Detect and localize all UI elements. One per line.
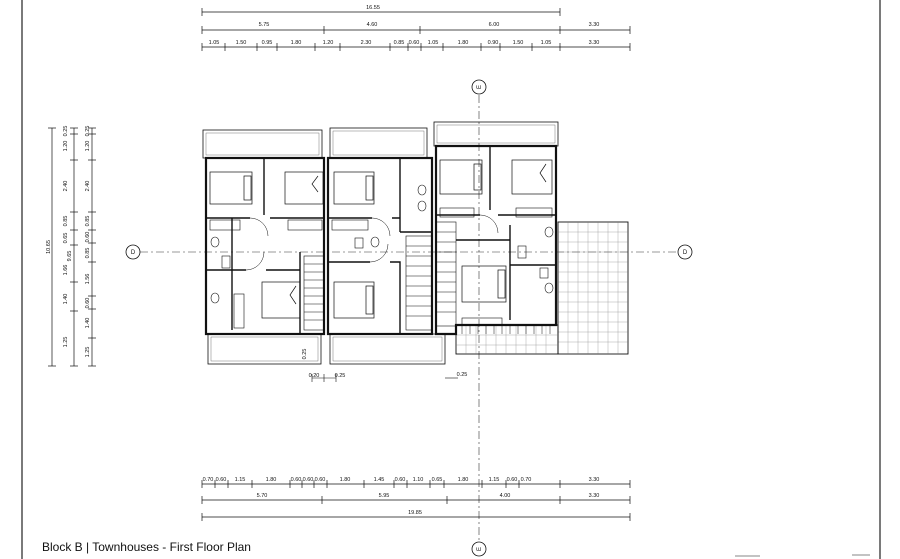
left-dim-mid-5: 0.60 [85,232,91,243]
left-dim-inner-8: 1.25 [63,337,69,348]
railing [461,326,551,334]
left-dim-inner-6: 1.66 [63,265,69,276]
bottom-dim-row1-14: 1.15 [489,477,500,483]
bottom-dim-row1-6: 0.60 [303,477,314,483]
small-dim-4: 0.25 [457,372,468,378]
terrace-right-tiled [455,221,629,355]
bottom-dim-row1-10: 0.60 [395,477,406,483]
bottom-dim-row2-2: 5.95 [379,493,390,499]
left-dimension-chain [48,127,96,367]
left-dim-mid-7: 1.56 [85,274,91,285]
grid-marker-right-label: D [683,250,688,256]
top-dim-row3-8: 0.60 [409,40,420,46]
bottom-dim-row1-2: 0.60 [216,477,227,483]
grid-marker-top-label: E [477,85,483,89]
left-dim-inner: 0.25 1.20 2.40 0.85 0.65 1.66 1.40 1.25 [63,126,69,348]
top-dim-row3-4: 1.80 [291,40,302,46]
grid-marker-bottom: E [471,541,487,557]
left-dim-mid-1: 0.25 [85,126,91,137]
bottom-dim-row2-4: 3.30 [589,493,600,499]
left-dim-overall-b: 9.65 [67,251,73,262]
left-dim-mid-8: 0.60 [85,298,91,309]
left-dim-inner-3: 2.40 [63,181,69,192]
top-dim-row2-4: 3.30 [589,22,600,28]
top-dim-row3-12: 1.50 [513,40,524,46]
small-dim-2: 0.20 [309,373,320,379]
top-dim-row3-10: 1.80 [458,40,469,46]
left-dim-mid: 0.25 1.20 2.40 0.85 0.60 0.85 1.56 0.60 … [85,126,91,358]
terrace-top-left [202,129,323,159]
small-dim-3: 0.25 [335,373,346,379]
bottom-dim-row1-9: 1.45 [374,477,385,483]
top-dim-row3-3: 0.95 [262,40,273,46]
grid-marker-bottom-label: E [477,547,483,551]
top-dim-row3-2: 1.50 [236,40,247,46]
top-dim-row2-2: 4.60 [367,22,378,28]
interior-walls [206,146,556,334]
bottom-dim-row1-5: 0.60 [291,477,302,483]
left-dim-inner-5: 0.65 [63,233,69,244]
bottom-dim-row1: 0.70 0.60 1.15 1.80 0.60 0.60 0.60 1.80 … [203,477,600,483]
bottom-dim-row1-12: 0.65 [432,477,443,483]
door-swings [245,214,499,271]
top-dim-row3-9: 1.05 [428,40,439,46]
top-dim-row3-14: 3.30 [589,40,600,46]
drawing-title: Block B | Townhouses - First Floor Plan [42,540,251,554]
bottom-dim-row1-4: 1.80 [266,477,277,483]
bottom-dimension-chain [201,480,631,521]
top-dim-row3-11: 0.90 [488,40,499,46]
bottom-dim-row1-8: 1.80 [340,477,351,483]
top-dim-overall: 16.55 [366,5,380,11]
grid-marker-top: E [471,79,487,95]
left-dim-inner-1: 0.25 [63,126,69,137]
top-dim-row2-3: 6.00 [489,22,500,28]
top-dim-row3-5: 1.20 [323,40,334,46]
grid-axes [140,95,678,542]
left-dim-mid-3: 2.40 [85,181,91,192]
top-dim-row2-1: 5.75 [259,22,270,28]
bottom-dim-row1-13: 1.80 [458,477,469,483]
left-dim-inner-2: 1.20 [63,141,69,152]
wardrobes [209,207,553,329]
left-dim-mid-10: 1.25 [85,347,91,358]
bottom-dim-overall: 19.85 [408,510,422,516]
left-dim-overall-a: 10.65 [46,240,52,254]
left-dim-mid-9: 1.40 [85,318,91,329]
left-dim-inner-4: 0.85 [63,216,69,227]
terrace-bottom-mid [329,333,446,365]
grid-marker-right: D [677,244,693,260]
top-dimension-chain [201,8,631,51]
grid-marker-left-label: D [131,250,136,256]
bottom-dim-row1-7: 0.60 [315,477,326,483]
bottom-dim-row1-3: 1.15 [235,477,246,483]
top-dim-row3-7: 0.85 [394,40,405,46]
top-dim-row3-6: 2.30 [361,40,372,46]
grid-marker-left: D [125,244,141,260]
left-dim-inner-7: 1.40 [63,294,69,305]
top-dim-row3: 1.05 1.50 0.95 1.80 1.20 2.30 0.85 0.60 … [209,40,600,46]
sanitary-fixtures [210,184,554,304]
left-dim-mid-6: 0.85 [85,248,91,259]
bottom-dim-row1-16: 0.70 [521,477,532,483]
staircases [303,221,457,331]
bottom-dim-row2-3: 4.00 [500,493,511,499]
left-dim-mid-4: 0.85 [85,216,91,227]
unit-1-walls [204,156,326,336]
bottom-dim-row2-1: 5.70 [257,493,268,499]
small-dims [311,374,458,382]
bottom-dim-row1-17: 3.30 [589,477,600,483]
corner-marks [735,554,870,557]
small-dim-1: 0.25 [302,349,308,360]
top-dim-row3-1: 1.05 [209,40,220,46]
top-dim-row3-13: 1.05 [541,40,552,46]
bottom-dim-row1-11: 1.10 [413,477,424,483]
left-dim-mid-2: 1.20 [85,141,91,152]
terrace-top-right [433,121,559,147]
bedroom-furniture [209,159,553,319]
floor-plan [202,121,629,365]
bottom-dim-row1-1: 0.70 [203,477,214,483]
terrace-top-mid [329,127,428,159]
bottom-dim-row1-15: 0.60 [507,477,518,483]
